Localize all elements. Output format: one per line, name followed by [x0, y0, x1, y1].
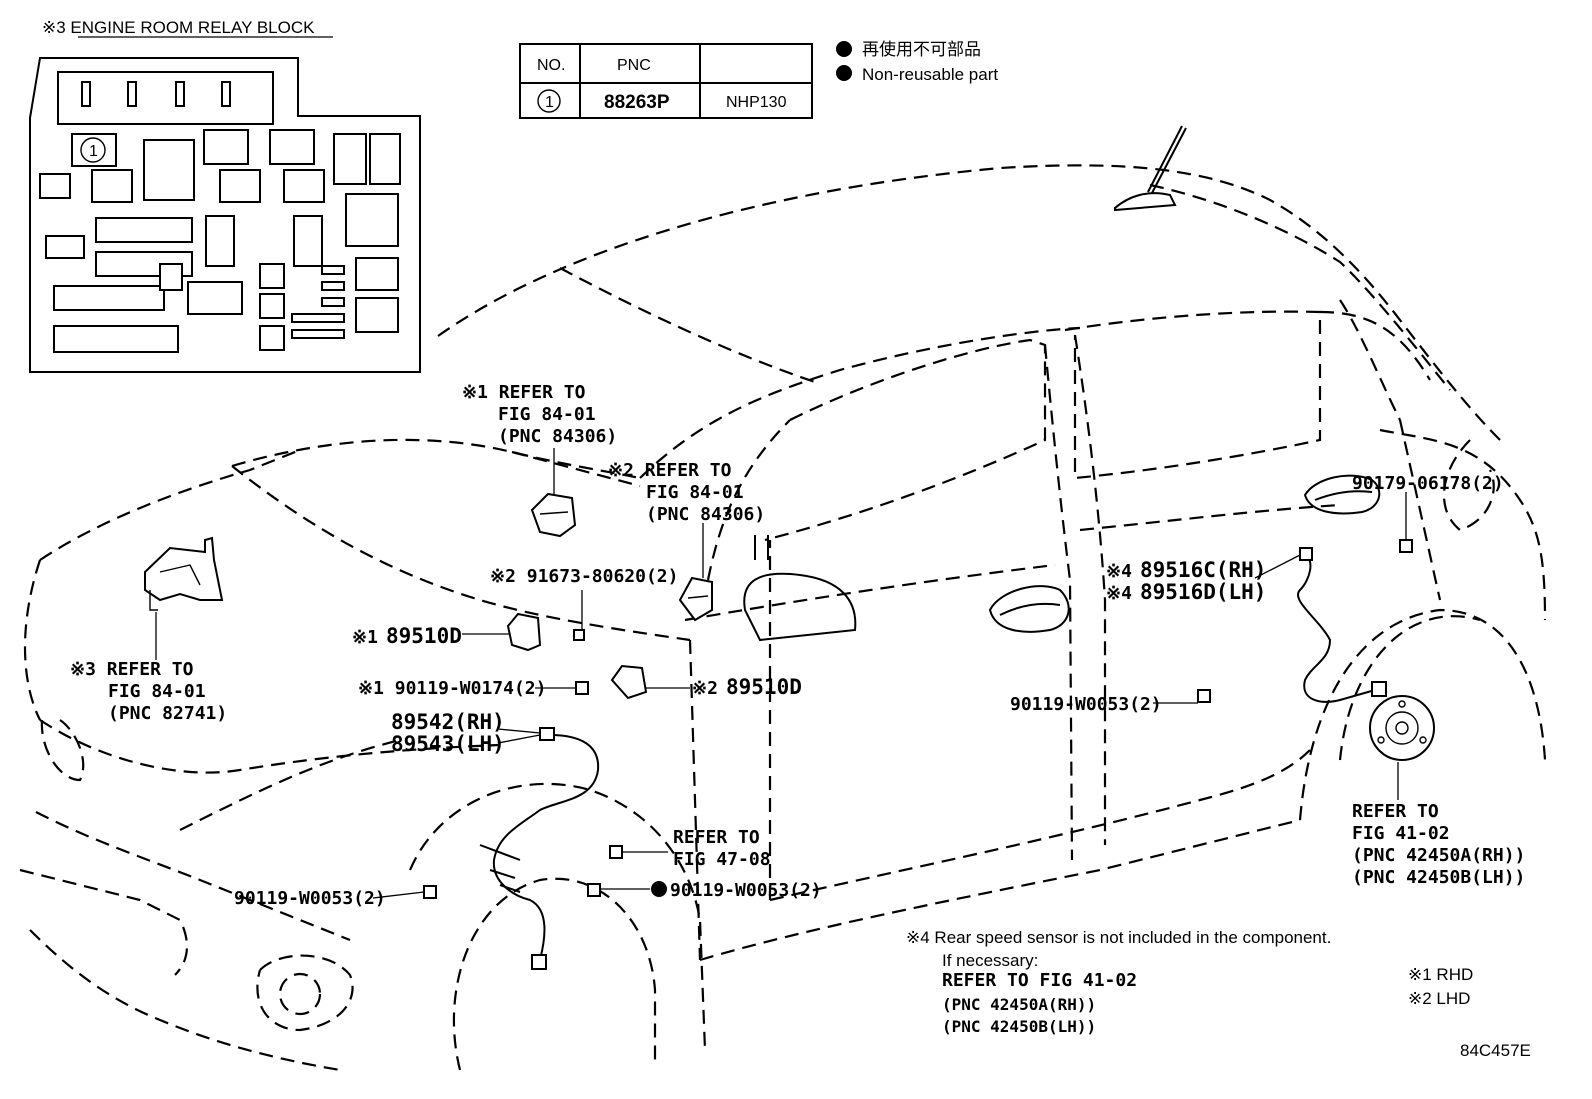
part-89542-rh: 89542(RH) — [391, 710, 505, 734]
table-header-no: NO. — [537, 57, 565, 74]
part-89516d-lh: 89516D(LH) — [1140, 580, 1266, 604]
part-90119-w0053-front-left: 90119-W0053(2) — [234, 888, 386, 909]
sensor-89510d-rhd — [506, 612, 542, 652]
relay-bracket — [144, 536, 224, 602]
part-89516d-prefix: ※4 — [1106, 583, 1132, 604]
rear-door-handle — [1303, 474, 1381, 515]
footnote-line3: REFER TO FIG 41-02 — [942, 970, 1137, 991]
part-89516c-rh: 89516C(RH) — [1140, 558, 1266, 582]
ref5-line2: FIG 41-02 — [1352, 823, 1450, 844]
sensor-89510d-lhd — [610, 664, 648, 700]
key-lhd: ※2 LHD — [1408, 989, 1470, 1008]
ref5-line4: (PNC 42450B(LH)) — [1352, 867, 1525, 888]
footnote-line2: If necessary: — [942, 951, 1038, 970]
part-89510d-lhd-prefix: ※2 — [692, 678, 718, 699]
ref2-line2: FIG 84-01 — [646, 482, 744, 503]
table-row-no-circle — [537, 89, 561, 113]
part-90179-06178: 90179-06178(2) — [1352, 473, 1504, 494]
key: ※1 RHD ※2 LHD 84C457E — [1408, 965, 1531, 1060]
non-reusable-dot-icon — [836, 41, 852, 57]
part-89510d-rhd: 89510D — [386, 624, 462, 648]
side-mirror — [743, 572, 857, 642]
footnote-line1: ※4 Rear speed sensor is not included in … — [906, 928, 1331, 947]
non-reusable-dot-icon — [836, 65, 852, 81]
callouts: ※1 REFER TO FIG 84-01 (PNC 84306) ※2 REF… — [70, 382, 1525, 909]
engine-room-relay-block: ※3 ENGINE ROOM RELAY BLOCK 1 — [29, 18, 421, 373]
ref1-line2: FIG 84-01 — [498, 404, 596, 425]
ref1-line1: ※1 REFER TO — [462, 382, 586, 403]
table-row-pnc: 88263P — [604, 92, 670, 113]
yaw-rate-sensor-lhd — [678, 576, 713, 622]
leader-lines — [155, 448, 1407, 899]
ref2-line1: ※2 REFER TO — [608, 460, 732, 481]
table-row-no: 1 — [545, 94, 554, 111]
part-91673-80620: ※2 91673-80620(2) — [490, 566, 678, 587]
figure-id: 84C457E — [1460, 1041, 1531, 1060]
table-header-pnc: PNC — [617, 57, 651, 74]
vehicle-outline — [19, 125, 1547, 1072]
table-row-model: NHP130 — [726, 94, 787, 111]
legend: 再使用不可部品 Non-reusable part — [836, 39, 998, 84]
ref3-line2: FIG 84-01 — [108, 681, 206, 702]
key-rhd: ※1 RHD — [1408, 965, 1473, 984]
ref4-line2: FIG 47-08 — [673, 849, 771, 870]
part-90119-w0053-front-right: 90119-W0053(2) — [670, 880, 822, 901]
parts-table: NO. PNC 1 88263P NHP130 — [519, 43, 813, 119]
footnote-line4: (PNC 42450A(RH)) — [942, 995, 1096, 1014]
yaw-rate-sensor-rhd — [530, 492, 577, 538]
part-89516c-prefix: ※4 — [1106, 561, 1132, 582]
legend-english: Non-reusable part — [862, 65, 998, 84]
ref4-line1: REFER TO — [673, 827, 760, 848]
ref5-line1: REFER TO — [1352, 801, 1439, 822]
legend-japanese: 再使用不可部品 — [862, 39, 981, 59]
ref1-line3: (PNC 84306) — [498, 426, 617, 447]
svg-text:1: 1 — [89, 143, 98, 160]
relay-marker-1 — [80, 137, 106, 163]
roof-antenna — [1114, 192, 1177, 212]
ref5-line3: (PNC 42450A(RH)) — [1352, 845, 1525, 866]
ref2-line3: (PNC 84306) — [646, 504, 765, 525]
part-89543-lh: 89543(LH) — [391, 732, 505, 756]
relay-block-outline — [29, 57, 421, 373]
footnote: ※4 Rear speed sensor is not included in … — [906, 928, 1331, 1036]
non-reusable-dot-icon — [651, 881, 667, 897]
ref3-line1: ※3 REFER TO — [70, 659, 194, 680]
part-90119-w0174: ※1 90119-W0174(2) — [358, 678, 546, 699]
parts-drawings — [144, 492, 1435, 970]
front-door-handle — [988, 585, 1070, 633]
part-89510d-lhd: 89510D — [726, 675, 802, 699]
ref3-line3: (PNC 82741) — [108, 703, 227, 724]
rear-axle-hub — [1369, 695, 1435, 761]
part-89510d-rhd-prefix: ※1 — [352, 627, 378, 648]
relay-block-title: ※3 ENGINE ROOM RELAY BLOCK — [42, 18, 315, 37]
footnote-line5: (PNC 42450B(LH)) — [942, 1017, 1096, 1036]
part-90119-w0053-rear: 90119-W0053(2) — [1010, 694, 1162, 715]
